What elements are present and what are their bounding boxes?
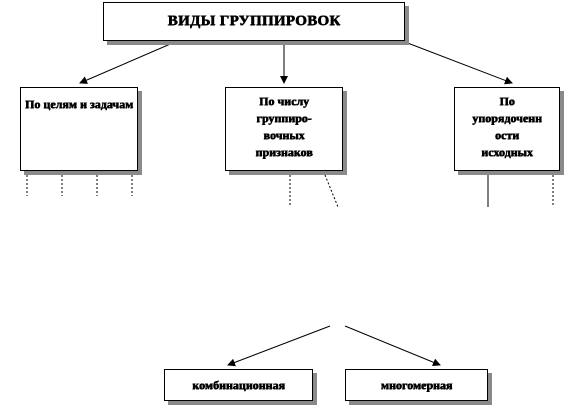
branch-node-order: По упорядоченн ости исходных — [454, 87, 560, 171]
branch-node-order-label: По упорядоченн ости исходных — [472, 94, 542, 159]
branch-node-goals-label: По целям и задачам — [24, 97, 134, 111]
arrow-to-combo — [227, 325, 331, 367]
root-node-label: ВИДЫ ГРУППИРОВОК — [167, 13, 341, 29]
leaf-node-combination: комбинационная — [164, 369, 313, 401]
leaf-node-combination-label: комбинационная — [192, 377, 285, 392]
leaf-node-multidimensional-label: многомерная — [380, 377, 453, 392]
branch-node-count: По числу группиро- вочных признаков — [225, 87, 343, 171]
arrow-root-to-order — [404, 41, 513, 85]
root-node: ВИДЫ ГРУППИРОВОК — [103, 2, 405, 41]
stub-count-diagonal — [324, 174, 339, 208]
arrow-root-to-goals — [79, 41, 176, 84]
leaf-node-multidimensional: многомерная — [345, 369, 488, 401]
arrow-to-multi — [344, 325, 441, 367]
branch-node-goals: По целям и задачам — [20, 87, 138, 171]
branch-node-count-label: По числу группиро- вочных признаков — [255, 94, 313, 159]
